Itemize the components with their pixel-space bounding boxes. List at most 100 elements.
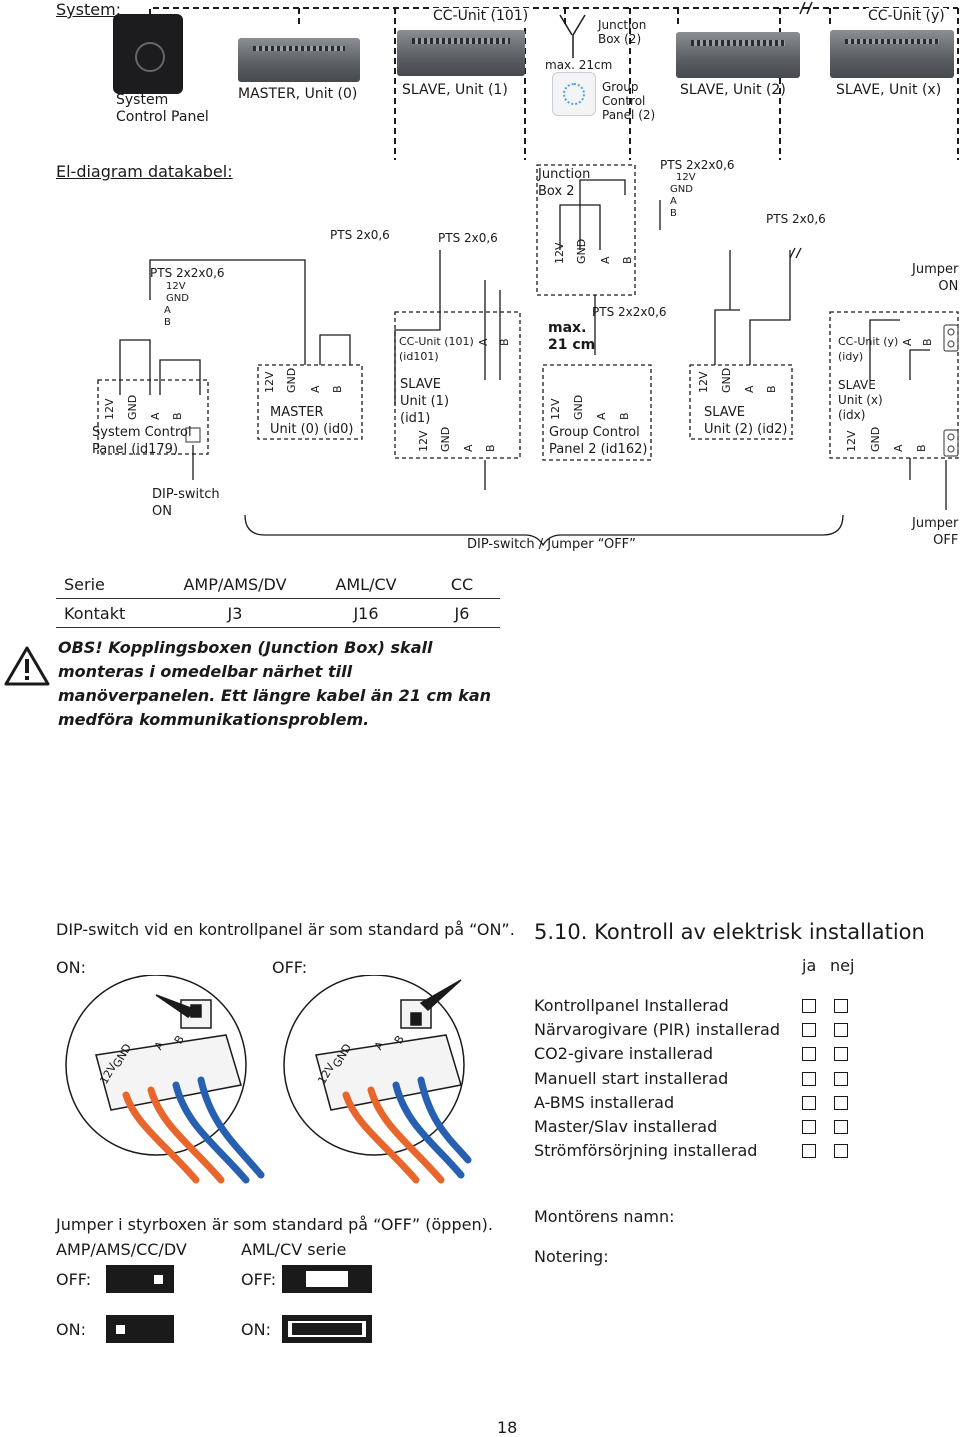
checkbox-no[interactable] [834, 1047, 848, 1061]
system-control-panel-label: System Control Panel [116, 92, 209, 125]
eldiagram-jumper-on: Jumper ON [912, 262, 959, 294]
wire-label-b: B [164, 317, 171, 328]
group-control-panel-label: Group Control Panel (2) [602, 80, 656, 122]
table-cell: J16 [308, 598, 424, 628]
max-length-label: max. 21cm [545, 58, 613, 72]
terminal-gnd-master: GND [285, 367, 298, 393]
eldiagram-dip-on: DIP-switch ON [152, 487, 220, 519]
table-cell: AMP/AMS/DV [162, 570, 308, 599]
checklist-col-yes: ja [802, 956, 817, 975]
checkbox-yes[interactable] [802, 1096, 816, 1110]
series-contact-table: Serie AMP/AMS/DV AML/CV CC Kontakt J3 J1… [56, 570, 500, 628]
pts-cable-label-5: PTS 2x2x0,6 [660, 158, 735, 172]
checkbox-no[interactable] [834, 999, 848, 1013]
checkbox-yes[interactable] [802, 1023, 816, 1037]
jumper-on-label-1: ON: [56, 1320, 86, 1339]
terminal-a-group: A [595, 412, 608, 420]
slave2-unit-label: SLAVE, Unit (2) [680, 82, 786, 98]
jumper-pin [334, 1275, 343, 1284]
checkbox-yes[interactable] [802, 1144, 816, 1158]
dip-off-label: OFF: [272, 958, 308, 977]
checkbox-no[interactable] [834, 1096, 848, 1110]
checklist-col-no: nej [830, 956, 855, 975]
cc-unit-101-label: CC-Unit (101) [431, 8, 531, 24]
eldiagram-max-length: max. 21 cm [548, 320, 596, 353]
terminal-12v-slave1: 12V [417, 430, 430, 452]
terminal-a-syspanel: A [149, 412, 162, 420]
checkbox-no[interactable] [834, 1144, 848, 1158]
checklist-item: A-BMS installerad [534, 1093, 675, 1112]
pts-cable-label-4: PTS 2x2x0,6 [592, 305, 667, 319]
terminal-gnd-syspanel: GND [126, 394, 139, 420]
eldiagram-master: MASTER Unit (0) (id0) [270, 405, 354, 437]
jumper-on-graphic-2 [282, 1315, 372, 1343]
dip-intro: DIP-switch vid en kontrollpanel är som s… [56, 920, 515, 939]
master-unit-label: MASTER, Unit (0) [238, 86, 358, 102]
checklist-item: Närvarogivare (PIR) installerad [534, 1020, 780, 1039]
note-label: Notering: [534, 1247, 609, 1266]
terminal-12v-slave2: 12V [697, 371, 710, 393]
checklist-item: Strömförsörjning installerad [534, 1141, 758, 1160]
terminal-12v-junction: 12V [553, 242, 566, 264]
terminal-b-cc101: B [498, 338, 511, 346]
checkbox-no[interactable] [834, 1072, 848, 1086]
checkbox-row [802, 1046, 866, 1065]
pts-cable-label-3: PTS 2x0,6 [438, 231, 498, 245]
jumper-pin [154, 1275, 163, 1284]
checklist-heading: 5.10. Kontroll av elektrisk installation [534, 920, 925, 944]
checkbox-yes[interactable] [802, 1072, 816, 1086]
checkbox-row [802, 1119, 866, 1138]
jumper-pin [116, 1325, 125, 1334]
terminal-a-master: A [309, 385, 322, 393]
checkbox-yes[interactable] [802, 999, 816, 1013]
slavex-unit-label: SLAVE, Unit (x) [836, 82, 942, 98]
cc-unit-y-label: CC-Unit (y) [866, 8, 947, 24]
terminal-a-junction: A [599, 256, 612, 264]
system-control-panel-image [113, 14, 183, 94]
checklist-item: Kontrollpanel Installerad [534, 996, 729, 1015]
eldiagram-junction: Junction Box 2 [538, 167, 591, 199]
jumper-off-label-2: OFF: [241, 1270, 277, 1289]
checkbox-no[interactable] [834, 1023, 848, 1037]
jumper-bridge [292, 1323, 362, 1335]
installer-name-label: Montörens namn: [534, 1207, 675, 1226]
checkbox-row [802, 998, 866, 1017]
terminal-12v-group: 12V [549, 398, 562, 420]
terminal-12v-master: 12V [263, 371, 276, 393]
checkbox-no[interactable] [834, 1120, 848, 1134]
terminal-a-slave2: A [743, 385, 756, 393]
eldiagram-slavex: SLAVE Unit (x) (idx) [838, 378, 883, 422]
eldiagram-group-panel: Group Control Panel 2 (id162) [549, 425, 648, 457]
wire-label-b-2: B [670, 208, 677, 219]
eldiagram-dip-jumper-off: DIP-switch / Jumper “OFF” [467, 537, 636, 552]
table-cell: J6 [424, 598, 500, 628]
system-title: System: [56, 0, 122, 19]
checkbox-row [802, 1095, 866, 1114]
terminal-b-slave1: B [484, 444, 497, 452]
wire-label-gnd-2: GND [670, 184, 693, 195]
warning-triangle-icon [4, 646, 50, 686]
checkbox-yes[interactable] [802, 1047, 816, 1061]
wire-label-a: A [164, 305, 171, 316]
jumper-off-graphic-1 [106, 1265, 174, 1293]
slave2-unit-image [676, 32, 800, 78]
table-row: Serie AMP/AMS/DV AML/CV CC [56, 570, 500, 599]
eldiagram-slave2: SLAVE Unit (2) (id2) [704, 405, 788, 437]
pts-cable-label-2: PTS 2x0,6 [330, 228, 390, 242]
terminal-a-slavex: A [892, 444, 905, 452]
terminal-b-ccy: B [921, 338, 934, 346]
wire-label-12v: 12V [166, 281, 186, 292]
checkbox-yes[interactable] [802, 1120, 816, 1134]
eldiagram-slave1: SLAVE Unit (1) (id1) [400, 377, 450, 426]
checklist-item: CO2-givare installerad [534, 1044, 714, 1063]
terminal-12v-slavex: 12V [845, 430, 858, 452]
terminal-b-slave2: B [765, 385, 778, 393]
terminal-gnd-slave1: GND [439, 426, 452, 452]
master-unit-image [238, 38, 360, 82]
jumper-off-label-1: OFF: [56, 1270, 92, 1289]
dip-on-label: ON: [56, 958, 86, 977]
terminal-b-group: B [618, 412, 631, 420]
jumper-off-graphic-2 [282, 1265, 372, 1293]
pts-cable-label-6: PTS 2x0,6 [766, 212, 826, 226]
checkbox-row [802, 1143, 866, 1162]
